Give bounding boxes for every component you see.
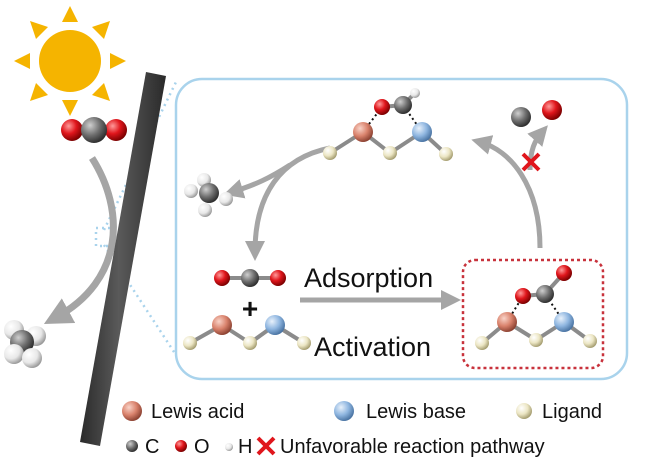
legend-oxygen: O xyxy=(194,436,210,458)
carbon-swatch xyxy=(126,440,138,452)
sun-icon xyxy=(14,6,126,116)
legend-ligand: Ligand xyxy=(542,401,602,423)
legend: Lewis acid Lewis base Ligand C O H Unfav… xyxy=(122,401,602,458)
cross-icon xyxy=(521,152,541,172)
zoom-lines xyxy=(94,81,178,356)
top-intermediate xyxy=(323,88,453,161)
lewis-acid-swatch xyxy=(122,401,142,421)
legend-lewis-acid: Lewis acid xyxy=(151,401,244,423)
catalytic-cycle-frame xyxy=(174,77,629,381)
catalyst-rod xyxy=(80,72,166,446)
ch4-molecule-icon xyxy=(4,320,46,368)
activation-label: Activation xyxy=(314,332,431,362)
legend-cross-icon xyxy=(256,436,276,456)
co2-molecule-icon xyxy=(61,117,127,143)
ligand-swatch xyxy=(516,403,532,419)
lewis-base-swatch xyxy=(334,401,354,421)
co2-reactant xyxy=(214,269,286,287)
conversion-arrow xyxy=(43,156,117,325)
activated-complex-box xyxy=(461,258,605,370)
activated-complex xyxy=(475,265,597,350)
oxygen-swatch xyxy=(175,440,187,452)
adsorption-label: Adsorption xyxy=(304,263,433,293)
plus-sign: + xyxy=(242,293,258,324)
catalyst-initial xyxy=(183,315,311,350)
legend-carbon: C xyxy=(145,436,159,458)
ch4-product-icon xyxy=(184,173,233,217)
co-molecule-icon xyxy=(511,100,562,127)
legend-lewis-base: Lewis base xyxy=(366,401,466,423)
cycle-arrows xyxy=(223,125,548,310)
legend-hydrogen: H xyxy=(238,436,252,458)
hydrogen-swatch xyxy=(225,443,233,451)
legend-unfavorable: Unfavorable reaction pathway xyxy=(280,436,545,458)
